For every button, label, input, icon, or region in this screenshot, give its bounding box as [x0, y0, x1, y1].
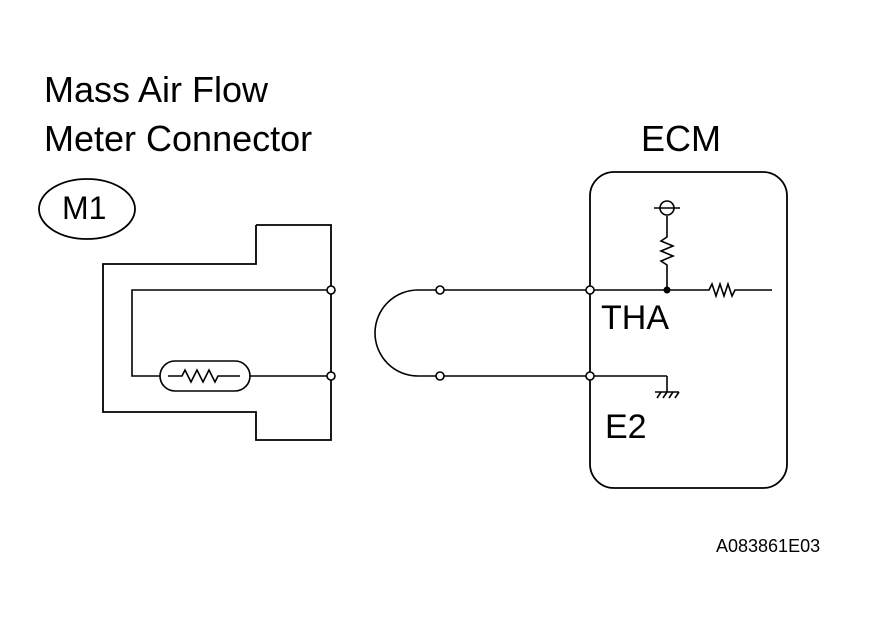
connector-title-line2: Meter Connector — [44, 118, 313, 159]
connector-housing — [102, 224, 332, 441]
sensor-wire-top — [131, 289, 331, 377]
harness-loop — [374, 289, 440, 377]
pull-up-resistor-icon — [658, 216, 676, 290]
connector-id-oval — [38, 178, 136, 240]
connector-id-label: M1 — [62, 190, 107, 226]
e2-terminal-label: E2 — [605, 408, 647, 446]
series-resistor-icon — [704, 281, 772, 299]
intake-air-temp-sensor — [159, 360, 251, 392]
connector-terminal — [326, 371, 336, 381]
sensor-resistor-icon — [168, 368, 240, 384]
ecm-terminal-tha — [585, 285, 595, 295]
figure-id: A083861E03 — [716, 536, 821, 556]
tha-terminal-label: THA — [601, 299, 669, 337]
ecm-terminal-e2 — [585, 371, 595, 381]
harness-terminal — [435, 285, 445, 295]
connector-terminal — [326, 285, 336, 295]
ecm-label: ECM — [641, 118, 721, 159]
ground-icon — [655, 391, 680, 399]
connector-title-line1: Mass Air Flow — [44, 69, 269, 110]
ecm-box — [589, 171, 788, 489]
harness-terminal — [435, 371, 445, 381]
